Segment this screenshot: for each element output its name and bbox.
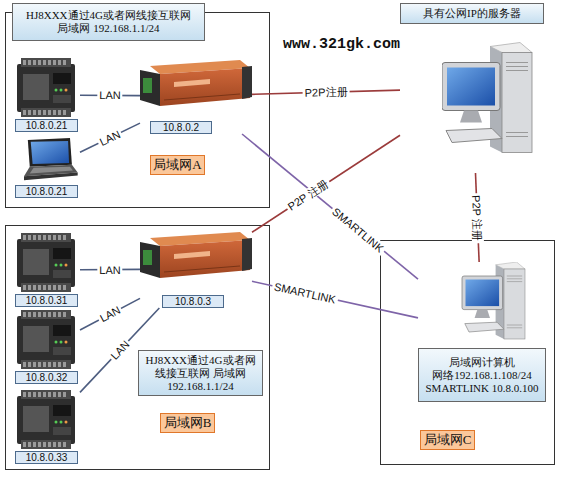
router-device: 10.8.0.3 [140, 230, 252, 308]
server-icon [442, 43, 532, 153]
lan-link [80, 298, 140, 330]
network-box: 局域网B 10.8.0.31 10.8.0.3 10.8.0.32 HJ8XXX通过4G… [5, 225, 270, 470]
computer-icon [462, 262, 525, 339]
connector-label: P2P 注册 [284, 177, 332, 214]
network-box: 局域网C 局域网计算机 网络192.168.1.108/24 SMARTLINK … [380, 240, 555, 465]
info-text: HJ8XXX通过4G或者网线接互联网 局域网 192.168.1.1/24 [13, 4, 204, 40]
router-device: 10.8.0.2 [140, 58, 252, 134]
smartlink-link [242, 134, 418, 279]
router-icon [140, 232, 252, 278]
computer-device: 局域网计算机 网络192.168.1.108/24 SMARTLINK 10.8… [418, 262, 546, 402]
network-tag: 局域网C [420, 430, 475, 450]
connector-label: LAN [97, 263, 122, 275]
plc-device: 10.8.0.31 [15, 233, 80, 307]
lan-link [80, 308, 159, 392]
laptop-device: 10.8.0.21 [15, 138, 80, 198]
network-tag: 局域网A [150, 155, 205, 175]
ip-label: 10.8.0.3 [162, 295, 224, 308]
plc-device: 10.8.0.21 [15, 58, 80, 132]
router-icon [140, 60, 252, 106]
plc-icon [17, 310, 75, 369]
plc-device: 10.8.0.32 [15, 310, 80, 384]
plc-icon [17, 233, 75, 292]
connector-label: SMARTLINK [329, 204, 388, 256]
p2p-link [252, 135, 400, 232]
info-text: HJ8XXX通过4G或者网线接互联网 局域网 192.168.1.1/24 [139, 351, 262, 395]
ip-label: 10.8.0.32 [15, 371, 78, 384]
connector-label: LAN [96, 127, 124, 149]
ip-label: 10.8.0.2 [150, 121, 212, 134]
server-device: 具有公网IP的服务器 [400, 3, 544, 173]
connector-label: P2P注册 [302, 86, 349, 99]
network-box: 局域网AHJ8XXX通过4G或者网线接互联网 局域网 192.168.1.1/2… [5, 12, 270, 208]
info-box: HJ8XXX通过4G或者网线接互联网 局域网 192.168.1.1/24 [12, 3, 205, 41]
plc-icon [17, 390, 75, 449]
connector-label: LAN [97, 89, 122, 101]
connector-label: P2P 注册 [470, 192, 484, 242]
computer-info: 局域网计算机 网络192.168.1.108/24 SMARTLINK 10.8… [418, 348, 546, 402]
lan-link [80, 123, 140, 152]
connector-label: SMARTLINK [271, 280, 339, 306]
network-tag: 局域网B [160, 413, 215, 433]
connector-label: LAN [107, 337, 133, 364]
plc-icon [17, 58, 75, 117]
server-label: 具有公网IP的服务器 [400, 3, 544, 24]
ip-label: 10.8.0.21 [15, 185, 78, 198]
info-box: HJ8XXX通过4G或者网线接互联网 局域网 192.168.1.1/24 [138, 350, 263, 396]
connector-label: LAN [96, 303, 124, 325]
ip-label: 10.8.0.31 [15, 294, 78, 307]
watermark: www.321gk.com [283, 36, 400, 53]
ip-label: 10.8.0.33 [15, 451, 78, 464]
laptop-icon [24, 138, 78, 180]
plc-device: 10.8.0.33 [15, 390, 80, 464]
ip-label: 10.8.0.21 [15, 119, 78, 132]
